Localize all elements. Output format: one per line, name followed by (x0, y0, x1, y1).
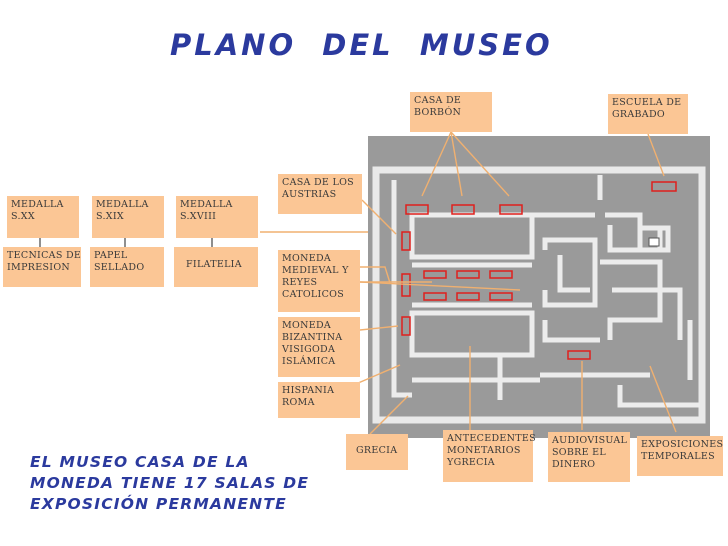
museum-description: EL MUSEO CASA DE LA MONEDA TIENE 17 SALA… (30, 453, 310, 513)
page-title: PLANO DEL MUSEO (170, 28, 553, 62)
label-grecia: GRECIA (346, 434, 408, 470)
label-filatelia: FILATELIA (174, 247, 258, 287)
